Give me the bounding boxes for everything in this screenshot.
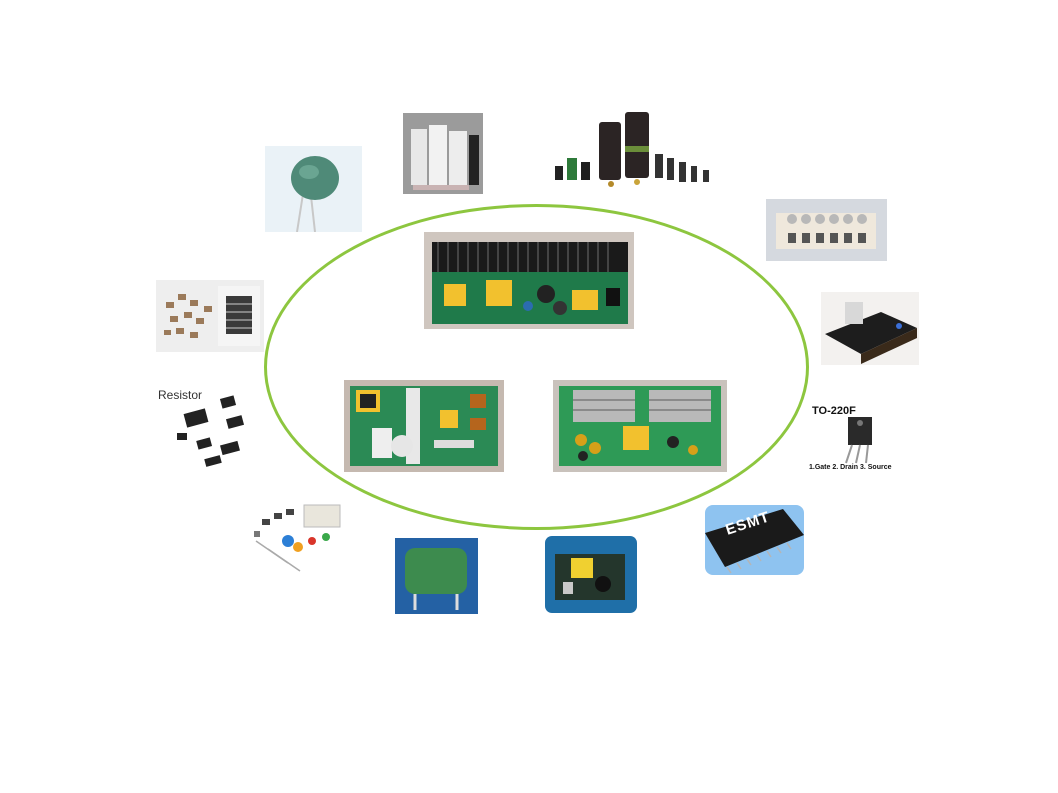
center-ellipse [264,204,809,530]
mlcc-chips-image [156,280,264,352]
electrolytic-capacitors-image [547,106,722,192]
power-module-image [545,536,637,613]
to220-transistor-image: TO-220F 1.Gate 2. Drain 3. Source [808,405,900,475]
pcb-with-heatsink-image [424,232,634,329]
to220-label: TO-220F [812,405,856,417]
disc-varistor-image [265,146,362,232]
assorted-components-image [248,501,348,576]
film-capacitors-image [403,113,483,194]
pcb-green-heatsinks-image [553,380,727,472]
esmt-chip-image: ESMT [705,505,804,575]
pin-legend: 1.Gate 2. Drain 3. Source [809,464,892,471]
sensor-module-image [821,292,919,365]
terminal-block-image [766,199,887,261]
pcb-green-transformer-image [344,380,504,472]
smd-resistors-image: Resistor [157,385,251,472]
resistor-label: Resistor [158,388,203,402]
x-capacitor-image [395,538,478,614]
